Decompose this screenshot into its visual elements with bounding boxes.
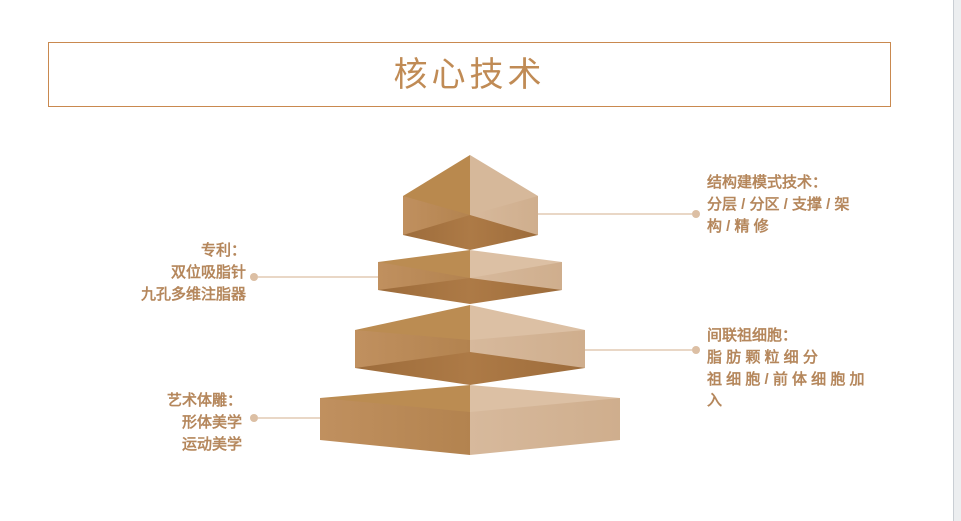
- connector-tier-3: [585, 346, 700, 354]
- connector-tier-2: [250, 273, 378, 281]
- callout-label-tier-1: 结构建模式技术： 分层 / 分区 / 支撑 / 架 构 / 精 修: [707, 174, 850, 235]
- callout-label-tier-3: 间联祖细胞： 脂 肪 颗 粒 细 分 祖 细 胞 / 前 体 细 胞 加 入: [707, 327, 865, 410]
- callout-label-tier-2: 专利： 双位吸脂针 九孔多维注脂器: [140, 242, 246, 303]
- connector-dot-tier-2: [250, 273, 258, 281]
- connector-dot-tier-4: [250, 414, 258, 422]
- connector-dot-tier-3: [692, 346, 700, 354]
- pyramid-tier-2[interactable]: [378, 250, 562, 304]
- connector-tier-1: [538, 210, 700, 218]
- page-title: 核心技术: [393, 55, 546, 94]
- callout-label-tier-4: 艺术体雕： 形体美学 运动美学: [166, 392, 242, 453]
- pyramid-tier-1[interactable]: [403, 155, 538, 250]
- page-edge-gutter: [953, 0, 961, 521]
- connector-dot-tier-1: [692, 210, 700, 218]
- connector-tier-4: [250, 414, 320, 422]
- title-banner: 核心技术: [48, 42, 891, 107]
- pyramid-tier-4[interactable]: [320, 385, 620, 455]
- pyramid-tier-3[interactable]: [355, 305, 585, 385]
